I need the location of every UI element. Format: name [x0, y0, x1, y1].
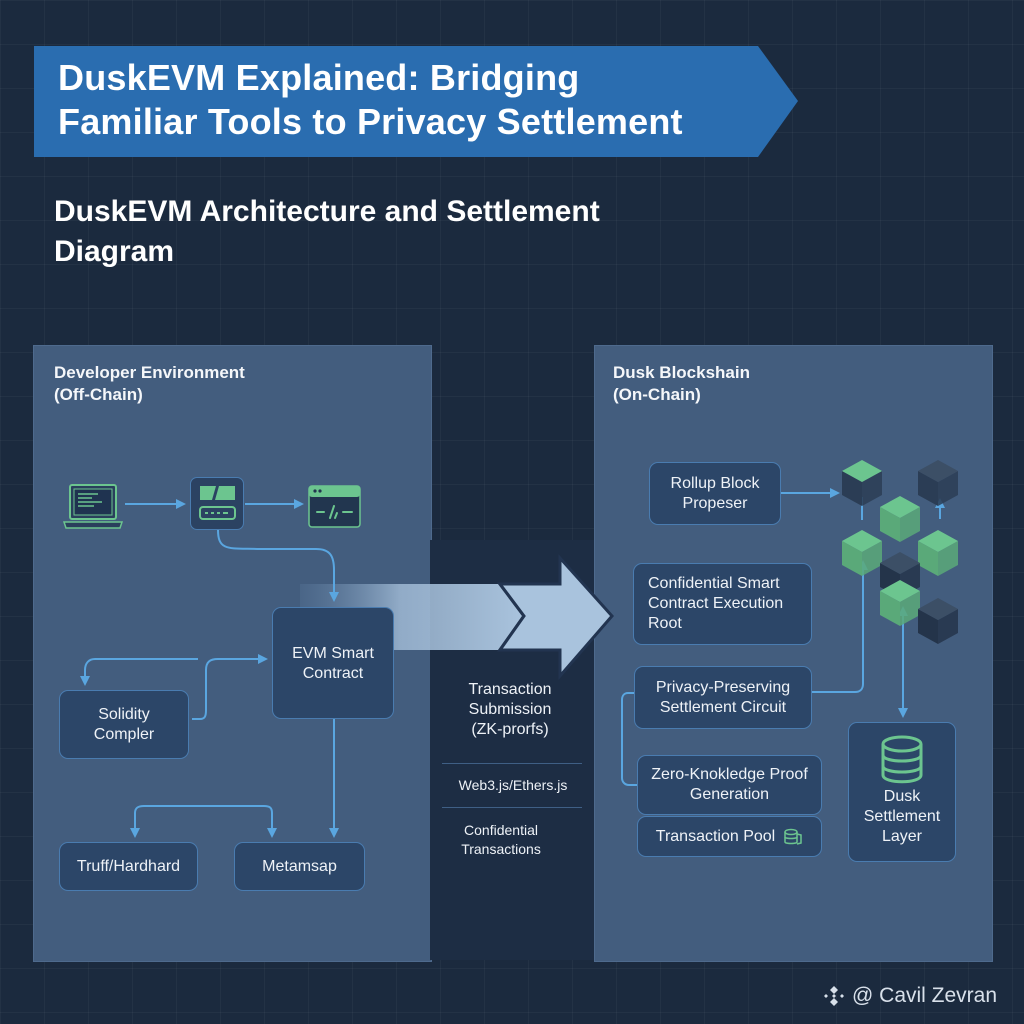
- page-title: DuskEVM Explained: Bridging Familiar Too…: [58, 56, 778, 144]
- evm-contract-line-2: Contract: [302, 665, 364, 682]
- zk-proof-generation-node[interactable]: Zero-Knokledge Proof Generation: [637, 755, 822, 815]
- exec-line-3: Root: [648, 615, 682, 632]
- database-stack-icon: [881, 735, 923, 784]
- submission-line-1: Transaction: [468, 681, 552, 698]
- middle-divider-1: [442, 763, 582, 764]
- exec-line-2: Contract Execution: [648, 595, 784, 612]
- metamask-label: Metamsap: [262, 857, 337, 875]
- right-panel-title-line-1: Dusk Blockshain: [613, 363, 750, 382]
- dusk-blockchain-panel: [594, 345, 993, 962]
- submission-line-2: Submission: [468, 701, 552, 718]
- block-cube: [918, 530, 958, 576]
- database-icon: [784, 828, 802, 845]
- solidity-feedback-connector: [80, 658, 198, 686]
- block-cube: [842, 460, 882, 506]
- privacy-settlement-circuit-node[interactable]: Privacy-Preserving Settlement Circuit: [634, 666, 812, 729]
- zk-line-1: Zero-Knokledge Proof: [651, 766, 808, 783]
- block-cube: [918, 460, 958, 506]
- tx-pool-label: Transaction Pool: [655, 827, 776, 845]
- dusk-settlement-layer-node[interactable]: Dusk Settlement Layer: [848, 722, 956, 862]
- block-cube: [842, 530, 882, 576]
- block-cube: [880, 580, 920, 626]
- code-window-icon: [308, 485, 361, 528]
- subtitle-line-2: Diagram: [54, 235, 175, 268]
- right-panel-title: Dusk Blockshain (On-Chain): [613, 362, 750, 406]
- author-credit: @ Cavil Zevran: [822, 984, 997, 1008]
- rollup-line-1: Rollup Block: [670, 474, 760, 492]
- solidity-compiler-node[interactable]: Solidity Compler: [59, 690, 189, 759]
- laptop-icon: [62, 484, 124, 529]
- left-panel-title-line-2: (Off-Chain): [54, 385, 143, 404]
- metamask-node[interactable]: Metamsap: [234, 842, 365, 891]
- left-panel-title-line-1: Developer Environment: [54, 363, 245, 382]
- credit-text: @ Cavil Zevran: [852, 984, 998, 1007]
- title-line-1: DuskEVM Explained: Bridging: [58, 57, 580, 98]
- left-panel-title: Developer Environment (Off-Chain): [54, 362, 245, 406]
- circuit-line-1: Privacy-Preserving: [655, 678, 791, 696]
- block-cube: [880, 496, 920, 542]
- subtitle-line-1: DuskEVM Architecture and Settlement: [54, 195, 600, 228]
- exec-line-1: Confidential Smart: [648, 575, 780, 592]
- zk-line-2: Generation: [689, 786, 770, 803]
- truffle-hardhat-node[interactable]: Truff/Hardhard: [59, 842, 198, 891]
- right-panel-title-line-2: (On-Chain): [613, 385, 701, 404]
- circuit-line-2: Settlement Circuit: [659, 698, 787, 716]
- evm-smart-contract-node[interactable]: EVM Smart Contract: [272, 607, 394, 719]
- title-banner: [34, 46, 798, 157]
- confidential-line-2: Transactions: [461, 841, 541, 857]
- settlement-line-2: Settlement: [863, 808, 941, 825]
- web3-library-label: Web3.js/Ethers.js: [458, 777, 568, 793]
- contract-to-solidity-connector: [192, 654, 268, 720]
- evm-contract-line-1: EVM Smart: [292, 645, 374, 662]
- confidential-line-1: Confidential: [464, 822, 538, 838]
- submission-arrow-head: [497, 554, 614, 681]
- wallet-to-contract-connector: [217, 529, 339, 602]
- settlement-line-1: Dusk: [883, 788, 921, 805]
- block-cluster: [842, 460, 958, 644]
- solidity-line-2: Compler: [93, 725, 155, 743]
- hardware-wallet-icon[interactable]: [190, 477, 244, 530]
- middle-divider-2: [442, 807, 582, 808]
- circuit-to-zk-connector: [621, 692, 638, 786]
- diamond-logo-icon: [824, 986, 844, 1006]
- title-line-2: Familiar Tools to Privacy Settlement: [58, 101, 683, 142]
- submission-line-3: (ZK-prorfs): [471, 721, 549, 738]
- truffle-label: Truff/Hardhard: [76, 857, 181, 875]
- block-cube: [918, 598, 958, 644]
- transaction-submission-label: Transaction Submission (ZK-prorfs): [440, 680, 580, 740]
- rollup-line-2: Propeser: [682, 494, 748, 512]
- rollup-block-proposer-node[interactable]: Rollup Block Propeser: [649, 462, 781, 525]
- diagram-subtitle: DuskEVM Architecture and Settlement Diag…: [54, 192, 754, 272]
- confidential-execution-root-node[interactable]: Confidential Smart Contract Execution Ro…: [633, 563, 812, 645]
- truffle-metamask-connector: [134, 805, 277, 838]
- confidential-transactions-label: Confidential Transactions: [436, 821, 566, 859]
- solidity-line-1: Solidity: [98, 705, 150, 723]
- circuit-to-blocks-connector: [812, 560, 868, 693]
- settlement-line-3: Layer: [881, 828, 922, 845]
- transaction-pool-node[interactable]: Transaction Pool: [637, 816, 822, 857]
